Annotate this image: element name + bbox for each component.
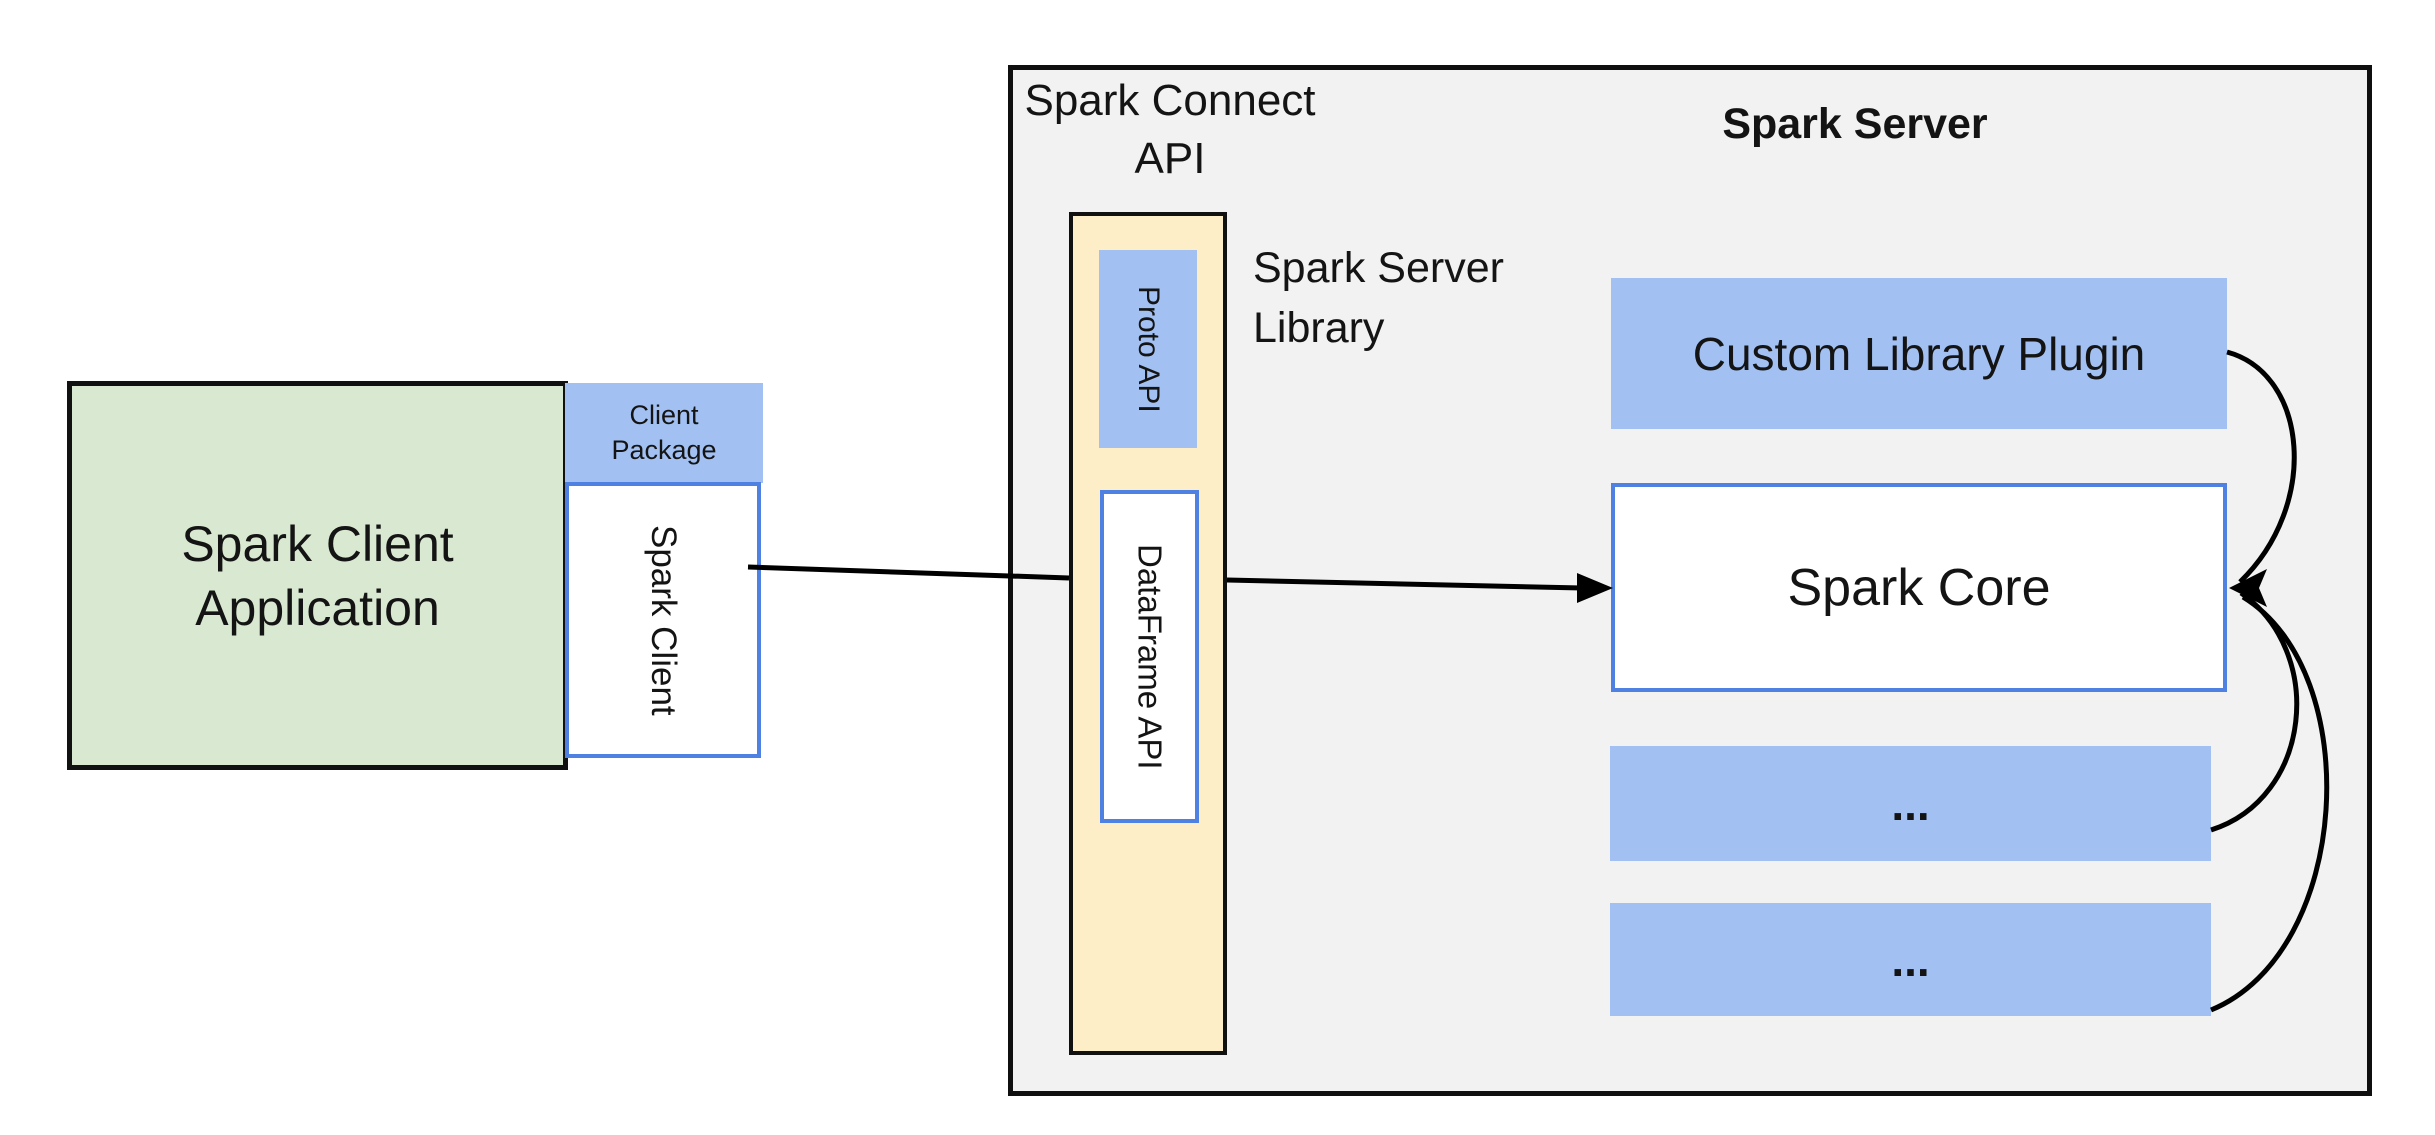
plugin-placeholder-2-box: ... (1610, 903, 2211, 1016)
client-package-label-line2: Package (611, 435, 717, 465)
spark-server-library-line2: Library (1253, 304, 1385, 352)
client-application-label-line1: Spark Client (181, 515, 454, 572)
spark-server-heading: Spark Server (1722, 100, 1988, 148)
client-application-box: Spark Client Application (67, 381, 568, 770)
client-package-box: Client Package (565, 383, 763, 483)
spark-client-box: Spark Client (565, 482, 761, 758)
client-application-label-line2: Application (195, 579, 440, 636)
proto-api-box: Proto API (1099, 250, 1197, 448)
spark-connect-api-line2: API (1134, 134, 1206, 183)
dataframe-api-box: DataFrame API (1100, 490, 1199, 823)
spark-server-library-label: Spark Server Library (1253, 238, 1593, 358)
dataframe-api-label: DataFrame API (1131, 543, 1169, 770)
plugin-placeholder-1-box: ... (1610, 746, 2211, 861)
custom-library-plugin-box: Custom Library Plugin (1611, 278, 2227, 429)
spark-server-library-line1: Spark Server (1253, 244, 1504, 292)
plugin-placeholder-2-label: ... (1891, 933, 1930, 986)
spark-core-box: Spark Core (1611, 483, 2227, 692)
spark-core-label: Spark Core (1787, 558, 2051, 617)
spark-client-label: Spark Client (644, 524, 683, 716)
spark-connect-api-label: Spark Connect API (1010, 72, 1330, 188)
custom-library-plugin-label: Custom Library Plugin (1692, 327, 2146, 380)
client-package-label-line1: Client (629, 400, 699, 430)
proto-api-label: Proto API (1132, 285, 1165, 413)
spark-connect-api-line1: Spark Connect (1024, 76, 1316, 125)
plugin-placeholder-1-label: ... (1891, 777, 1930, 830)
